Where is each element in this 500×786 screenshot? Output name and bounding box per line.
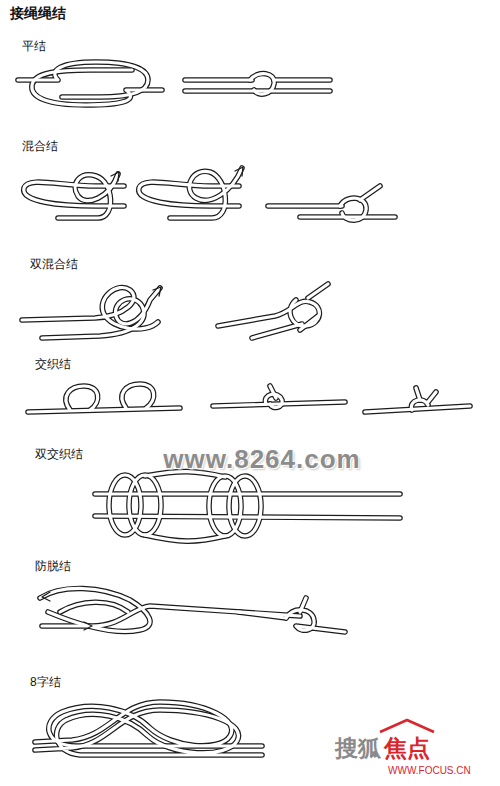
house-roof-logo <box>380 720 434 732</box>
watermark-url: WWW.FOCUS.CN <box>388 765 471 777</box>
knot-name: 双交织结 <box>35 448 83 462</box>
knot-name: 8字结 <box>30 676 61 690</box>
rope-fill <box>18 62 470 755</box>
rope-outline <box>18 62 470 755</box>
diagram-title: 接绳绳结 <box>10 5 66 21</box>
knot-name: 双混合结 <box>30 258 78 272</box>
watermark: www.8264.com <box>163 445 360 475</box>
knot-name: 混合结 <box>22 140 58 154</box>
watermark-logo: 焦点 <box>384 735 430 761</box>
watermark-logo: 搜狐 <box>335 735 381 761</box>
knot-name: 防脱结 <box>35 560 71 574</box>
direction-arrows <box>42 167 243 630</box>
knot-name: 交织结 <box>35 358 71 372</box>
knot-name: 平结 <box>22 40 46 54</box>
